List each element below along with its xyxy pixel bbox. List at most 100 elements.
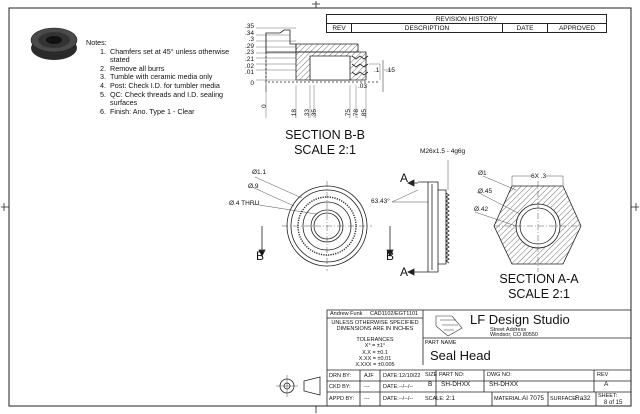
dim-value: 0 [261, 104, 268, 108]
section-bb-vertical-dims: .35 .34 .3 .29 .23 .21 .02 .01 0 [240, 23, 254, 87]
ckd-by-label: CKD BY: [329, 384, 351, 390]
title-block-frame [326, 309, 632, 407]
drn-date-label: DATE: [383, 373, 399, 379]
material-value: Al 7075 [522, 395, 545, 402]
note-item: 4. Post: Check I.D. for tumbler media [86, 80, 236, 91]
note-number: 2. [100, 63, 106, 73]
dim-value: .15 [386, 67, 396, 74]
part-name-label: PART NAME [425, 340, 457, 346]
notes-block: Notes: 1. Chamfers set at 45° unless oth… [86, 38, 236, 117]
surface-label: SURFACE: [550, 396, 578, 402]
tolerance-block: UNLESS OTHERWISE SPECIFIED DIMENSIONS AR… [327, 320, 423, 369]
dim-value: .1 [374, 67, 380, 74]
rev-value: A [604, 381, 609, 388]
unless-note: UNLESS OTHERWISE SPECIFIED [331, 320, 419, 326]
dim-value: .35 [311, 108, 318, 118]
note-number: 6. [100, 106, 106, 116]
note-text: QC: Check threads and I.D. sealing surfa… [110, 89, 224, 108]
dim-value: .85 [361, 108, 368, 118]
dim-value: .23 [244, 49, 254, 57]
section-bb-scale: SCALE 2:1 [294, 143, 356, 157]
dwg-no-label: DWG NO: [487, 372, 512, 378]
ckd-date: --/--/-- [399, 384, 414, 390]
dim-value: .75 [345, 108, 352, 118]
tolerance-line: X.X = ±0.1 [362, 349, 388, 356]
material-label: MATERIAL: [494, 396, 523, 402]
dim-value: .34 [244, 29, 254, 37]
note-number: 4. [100, 80, 106, 90]
dim-value: .35 [244, 23, 254, 30]
section-aa-dim: Ø.42 [474, 206, 489, 213]
note-item: 6. Finish: Ano. Type 1 - Clear [86, 106, 236, 117]
appd-by-label: APPD BY: [329, 396, 355, 402]
projection-symbol [276, 375, 321, 397]
drawn-name: Andrew Funk [330, 311, 363, 317]
dim-value: .18 [291, 108, 298, 118]
revision-column-header: APPROVED [547, 23, 607, 33]
dim-value: .78 [353, 108, 360, 118]
part-isometric-thumbnail [30, 27, 78, 60]
appd-by: --- [364, 396, 370, 402]
notes-title: Notes: [86, 38, 107, 47]
section-aa-title: SECTION A-A [499, 272, 579, 286]
note-item: 1. Chamfers set at 45° unless otherwise … [86, 47, 236, 65]
tolerance-line: X° = ±1° [364, 343, 386, 350]
rev-label: REV [597, 372, 609, 378]
revision-history-table: REVISION HISTORY REV DESCRIPTION DATE AP… [326, 14, 607, 33]
note-number: 5. [100, 89, 106, 99]
appd-date: --/--/-- [399, 396, 414, 402]
note-text: Tumble with ceramic media only [110, 72, 213, 82]
dim-value: .01 [244, 69, 254, 77]
part-no-label: PART NO: [439, 372, 465, 378]
front-view-dim: Ø1.1 [252, 169, 267, 176]
dim-value: .21 [244, 55, 254, 63]
note-text: Finish: Ano. Type 1 - Clear [110, 106, 195, 116]
cut-label-b-right: B [386, 249, 395, 263]
section-aa-dim: Ø1 [478, 170, 487, 177]
section-aa-caption: SECTION A-A SCALE 2:1 [484, 272, 594, 302]
revision-column-header: DESCRIPTION [351, 23, 503, 33]
part-no: SH-DHXX [441, 381, 471, 388]
drn-date: 12/10/22 [399, 373, 421, 379]
surface-value: Ra32 [575, 395, 591, 402]
appd-date-label: DATE: [383, 396, 399, 402]
thread-callout: M26x1.5 - 4g6g [420, 148, 466, 155]
revision-history-title: REVISION HISTORY [326, 14, 607, 24]
dim-value: 0 [250, 79, 254, 87]
note-text: Post: Check I.D. for tumbler media [110, 80, 220, 90]
chamfer-angle: 63.43° [371, 198, 390, 205]
company-logo [435, 315, 463, 337]
tolerances-title: TOLERANCES [356, 336, 394, 343]
section-bb-dimension-lines [256, 27, 392, 118]
revision-column-header: DATE [502, 23, 548, 33]
front-view-dim: Ø.9 [248, 183, 259, 190]
size-value: B [428, 381, 433, 388]
note-item: 5. QC: Check threads and I.D. sealing su… [86, 89, 236, 108]
section-bb-title: SECTION B-B [285, 128, 365, 142]
drn-by-label: DRN BY: [329, 373, 352, 379]
dwg-no: SH-DHXX [489, 381, 519, 388]
company-name: LF Design Studio [470, 312, 570, 327]
company-address-2: Windsor, CO 80550 [490, 332, 538, 338]
part-name: Seal Head [430, 348, 491, 363]
section-aa-scale: SCALE 2:1 [508, 287, 570, 301]
dim-value: .03 [358, 83, 368, 90]
cut-label-a-bottom: A [400, 265, 409, 279]
scale-value: 2:1 [446, 395, 456, 402]
note-text: Remove all burrs [110, 63, 165, 73]
dims-in-note: DIMENSIONS ARE IN INCHES [336, 326, 414, 333]
dim-value: .3 [248, 36, 254, 44]
company-address-1: Street Address [490, 327, 527, 333]
section-bb-caption: SECTION B-B SCALE 2:1 [270, 128, 380, 158]
sheet-label: SHEET: [598, 393, 618, 399]
cut-label-b-left: B [256, 249, 265, 263]
scale-label: SCALE: [425, 396, 445, 402]
section-aa-pattern: 6X .3 [531, 173, 547, 181]
size-label: SIZE [425, 372, 438, 378]
section-bb-profile [265, 29, 384, 92]
sheet-value: 8 of 15 [604, 400, 623, 406]
section-aa-view [474, 175, 582, 272]
revision-column-header: REV [326, 23, 352, 33]
